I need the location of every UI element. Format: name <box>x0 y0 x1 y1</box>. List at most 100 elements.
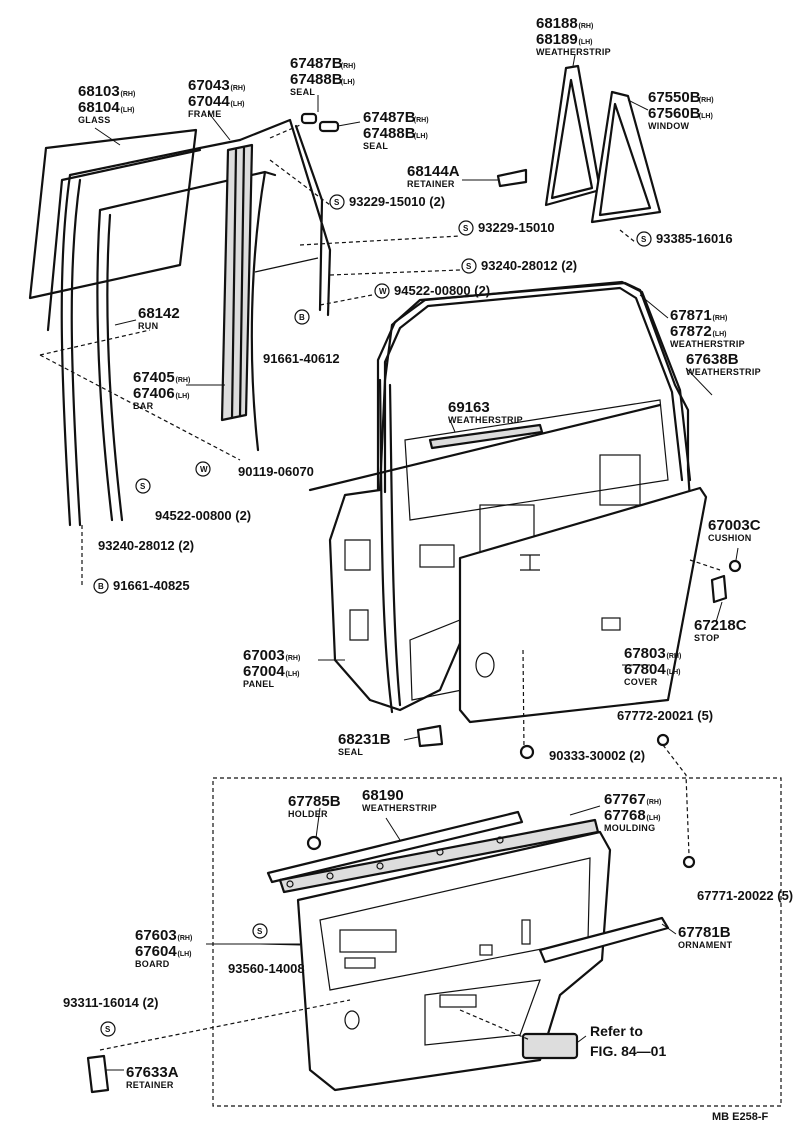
part-number: 67871 <box>670 307 712 324</box>
clip-1 <box>519 744 535 760</box>
fastener-number: 94522-00800 (2) <box>155 508 251 523</box>
part-number: 68104 <box>78 99 120 116</box>
part-number: 67488B <box>363 125 416 142</box>
side-marker: (RH) <box>178 935 193 942</box>
run-channel <box>60 138 242 527</box>
part-description: BOARD <box>135 959 170 969</box>
part-number: 67550B <box>648 89 701 106</box>
part-description: WINDOW <box>648 121 689 131</box>
fastener-symbol-circle <box>252 923 268 939</box>
side-marker: (LH) <box>176 393 190 400</box>
side-marker: (RH) <box>667 653 682 660</box>
part-number: 68144A <box>407 163 460 180</box>
side-marker: (LH) <box>231 101 245 108</box>
cushion-piece <box>728 559 742 573</box>
fastener-symbol: S <box>140 482 146 491</box>
fastener-f9: S <box>135 478 151 494</box>
part-description: HOLDER <box>288 809 328 819</box>
part-description: WEATHERSTRIP <box>362 803 437 813</box>
fastener-f19: S <box>100 1021 116 1037</box>
fastener-number: 93240-28012 (2) <box>481 258 577 273</box>
side-marker: (RH) <box>699 97 714 104</box>
diagram-code: MB E258-F <box>712 1111 769 1123</box>
fastener-symbol-circle <box>461 258 477 274</box>
part-labels: 68103(RH)68104(LH)GLASS67043(RH)67044(LH… <box>78 15 761 1090</box>
fastener-symbol-circle <box>636 231 652 247</box>
part-number: 67406 <box>133 385 175 402</box>
frame-shape <box>96 170 277 522</box>
part-description: ORNAMENT <box>678 940 733 950</box>
fastener-f16: 67771-20022 (5) <box>697 888 793 903</box>
fastener-symbol-circle <box>100 1021 116 1037</box>
part-number: 67487B <box>363 109 416 126</box>
part-description: MOULDING <box>604 823 655 833</box>
part-label-seal2: 67487B(RH)67488B(LH)SEAL <box>363 109 429 151</box>
part-description: FRAME <box>188 109 222 119</box>
part-description: CUSHION <box>708 533 752 543</box>
bar-shape <box>220 143 254 422</box>
part-number: 67768 <box>604 807 646 824</box>
switch-unit <box>521 1032 579 1060</box>
part-description: WEATHERSTRIP <box>448 415 523 425</box>
part-number: 67218C <box>694 617 747 634</box>
side-marker: (RH) <box>121 91 136 98</box>
side-marker: (RH) <box>647 799 662 806</box>
trim-weatherstrip <box>266 810 524 884</box>
part-description: RETAINER <box>407 179 455 189</box>
fastener-number: 67772-20021 (5) <box>617 708 713 723</box>
side-marker: (RH) <box>176 377 191 384</box>
fastener-number: 93560-14008 <box>228 961 305 976</box>
fastener-symbol-circle <box>195 461 211 477</box>
leaders <box>94 54 739 1071</box>
part-number: 67487B <box>290 55 343 72</box>
fastener-symbol: W <box>379 287 387 296</box>
fastener-symbol: W <box>200 465 208 474</box>
fastener-number: 91661-40825 <box>113 578 190 593</box>
part-number: 68231B <box>338 731 391 748</box>
part-label-board: 67603(RH)67604(LH)BOARD <box>135 927 192 969</box>
seal-piece-1 <box>300 112 318 125</box>
part-label-glass: 68103(RH)68104(LH) GLASS <box>78 83 135 125</box>
door-cover <box>458 486 708 724</box>
part-description: BAR <box>133 401 154 411</box>
side-marker: (LH) <box>121 107 135 114</box>
part-label-seal1: 67487B(RH)67488B(LH)SEAL <box>290 55 356 97</box>
part-description: RUN <box>138 321 158 331</box>
part-number: 67488B <box>290 71 343 88</box>
fastener-f6: B <box>294 309 310 325</box>
part-description: WEATHERSTRIP <box>686 367 761 377</box>
fastener-symbol-circle <box>458 220 474 236</box>
side-marker: (LH) <box>647 815 661 822</box>
side-marker: (RH) <box>341 63 356 70</box>
fastener-symbol: B <box>299 313 305 322</box>
part-description: WEATHERSTRIP <box>670 339 745 349</box>
part-number: 67781B <box>678 924 731 941</box>
part-number: 67004 <box>243 663 285 680</box>
part-description: GLASS <box>78 115 111 125</box>
part-number: 68189 <box>536 31 578 48</box>
part-number: 67638B <box>686 351 739 368</box>
fastener-f14: 67772-20021 (5) <box>617 708 713 723</box>
side-marker: (RH) <box>713 315 728 322</box>
part-label-moulding: 67767(RH)67768(LH)MOULDING <box>604 791 661 833</box>
part-number: 68103 <box>78 83 120 100</box>
illustration <box>28 64 782 1107</box>
part-description: SEAL <box>338 747 363 757</box>
fastener-symbol: S <box>334 198 340 207</box>
side-marker: (LH) <box>286 671 300 678</box>
fastener-symbol: S <box>105 1025 111 1034</box>
fastener-symbol-circle <box>329 194 345 210</box>
side-marker: (LH) <box>414 133 428 140</box>
fastener-number: 93385-16016 <box>656 231 733 246</box>
clip-2 <box>656 733 670 747</box>
